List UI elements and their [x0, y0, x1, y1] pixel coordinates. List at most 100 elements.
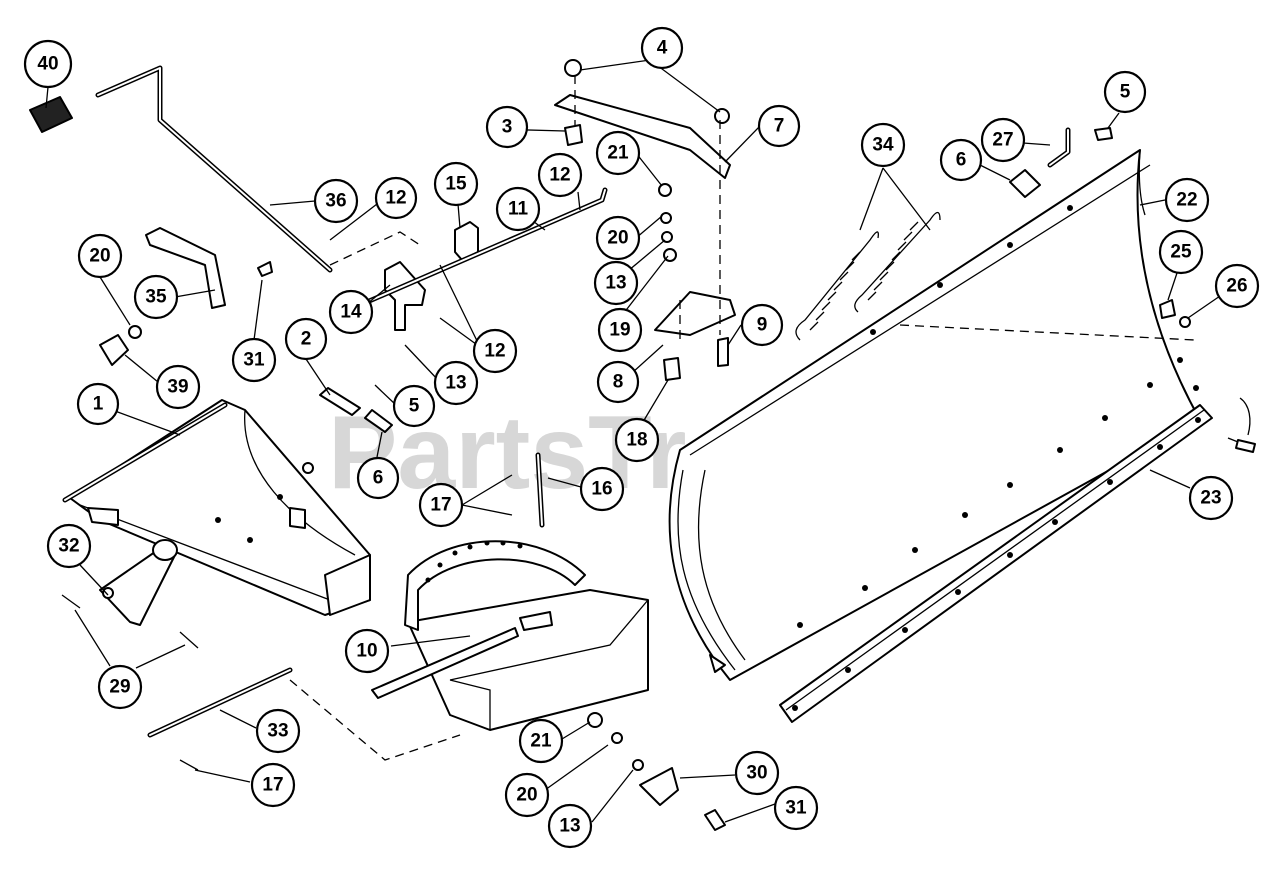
- callout-29-label: 29: [109, 677, 130, 698]
- washer-20-left: [128, 325, 142, 339]
- rod-11: [357, 187, 608, 308]
- callout-25-label: 25: [1170, 242, 1192, 263]
- callout-35-label: 35: [145, 287, 167, 308]
- callout-32-label: 32: [58, 536, 79, 557]
- callout-31b: 31: [773, 785, 819, 831]
- callout-25: 25: [1158, 229, 1204, 275]
- callout-22: 22: [1164, 177, 1210, 223]
- callout-3-label: 3: [502, 117, 513, 138]
- callout-39: 39: [155, 364, 201, 410]
- frame-part: [62, 399, 371, 616]
- callout-10-label: 10: [356, 641, 377, 662]
- callout-1-label: 1: [93, 394, 104, 415]
- callout-12b: 12: [537, 152, 583, 198]
- leader-lines: [45, 59, 1221, 823]
- callout-30-label: 30: [746, 763, 767, 784]
- cutting-edge-part: [779, 404, 1213, 723]
- callout-20a: 20: [77, 233, 123, 279]
- blade-part: [668, 149, 1201, 681]
- pins-29: [61, 594, 199, 649]
- callout-23-label: 23: [1200, 488, 1221, 509]
- callout-13c-label: 13: [559, 816, 580, 837]
- edge-bolt: [1227, 397, 1256, 453]
- callout-5a-label: 5: [409, 396, 420, 417]
- callout-2-label: 2: [301, 329, 312, 350]
- callout-20b: 20: [595, 215, 641, 261]
- bolt-31-upper: [257, 261, 273, 277]
- callout-13b: 13: [593, 260, 639, 306]
- callout-17a: 17: [418, 482, 464, 528]
- callout-17a-label: 17: [430, 495, 451, 516]
- callout-19-label: 19: [609, 320, 630, 341]
- callout-10: 10: [344, 628, 390, 674]
- callout-11: 11: [495, 186, 541, 232]
- callout-20a-label: 20: [89, 246, 110, 267]
- callout-20c-label: 20: [516, 785, 537, 806]
- upper-bracket: [554, 59, 731, 179]
- callout-23: 23: [1188, 475, 1234, 521]
- callout-12c-label: 12: [484, 341, 505, 362]
- callout-39-label: 39: [167, 377, 188, 398]
- springs-part: [795, 211, 941, 341]
- callout-12a-label: 12: [385, 188, 406, 209]
- callout-2: 2: [284, 317, 328, 361]
- callout-22-label: 22: [1176, 190, 1197, 211]
- handle-part: [29, 65, 333, 273]
- callout-15: 15: [433, 161, 479, 207]
- callout-8-label: 8: [613, 372, 624, 393]
- callout-6a-label: 6: [373, 468, 384, 489]
- callout-12a: 12: [374, 176, 418, 220]
- callout-11-label: 11: [508, 199, 529, 220]
- callout-8: 8: [596, 360, 640, 404]
- bolt-9-screw: [717, 337, 729, 367]
- callout-7-label: 7: [774, 116, 785, 137]
- callout-6a: 6: [356, 456, 400, 500]
- washer-stack: [658, 183, 677, 262]
- clip-39: [99, 334, 129, 366]
- callout-5b: 5: [1103, 70, 1147, 114]
- callout-17b: 17: [250, 762, 296, 808]
- callout-35: 35: [133, 274, 179, 320]
- callout-31a-label: 31: [243, 350, 265, 371]
- callout-9: 9: [740, 303, 784, 347]
- callout-31b-label: 31: [785, 798, 807, 819]
- plate-9: [654, 291, 736, 336]
- callout-32: 32: [46, 523, 92, 569]
- bolt-3: [564, 124, 583, 146]
- callout-19: 19: [597, 307, 643, 353]
- callout-12b-label: 12: [549, 165, 570, 186]
- pivot-arm-part: [99, 539, 178, 626]
- callout-13c: 13: [547, 803, 593, 849]
- callout-16: 16: [579, 466, 625, 512]
- callout-12c: 12: [472, 328, 518, 374]
- callout-36: 36: [313, 178, 359, 224]
- callout-34: 34: [860, 122, 906, 168]
- callout-3: 3: [485, 105, 529, 149]
- callout-20c: 20: [504, 772, 550, 818]
- callout-20b-label: 20: [607, 228, 628, 249]
- lift-box-part: [371, 540, 649, 731]
- callout-13a-label: 13: [445, 373, 466, 394]
- callout-18: 18: [614, 417, 660, 463]
- rod-33: [147, 667, 293, 738]
- callout-34-label: 34: [872, 135, 894, 156]
- callout-30: 30: [734, 750, 780, 796]
- callout-21b: 21: [518, 718, 564, 764]
- callout-26: 26: [1214, 263, 1260, 309]
- callout-33-label: 33: [267, 721, 288, 742]
- callout-9-label: 9: [757, 315, 768, 336]
- callout-14-label: 14: [340, 302, 362, 323]
- spring-6-left: [364, 409, 393, 433]
- pin-17-lower: [179, 759, 199, 771]
- callout-29: 29: [97, 664, 143, 710]
- callout-26-label: 26: [1226, 276, 1247, 297]
- assembly-lines: [289, 75, 1196, 761]
- callout-21a-label: 21: [607, 143, 629, 164]
- callout-27-label: 27: [992, 130, 1013, 151]
- callout-21a: 21: [595, 130, 641, 176]
- callout-6b-label: 6: [956, 150, 967, 171]
- callout-1: 1: [76, 382, 120, 426]
- upper-right-hardware: [1009, 127, 1191, 328]
- callout-4: 4: [640, 26, 684, 70]
- callout-18-label: 18: [626, 430, 647, 451]
